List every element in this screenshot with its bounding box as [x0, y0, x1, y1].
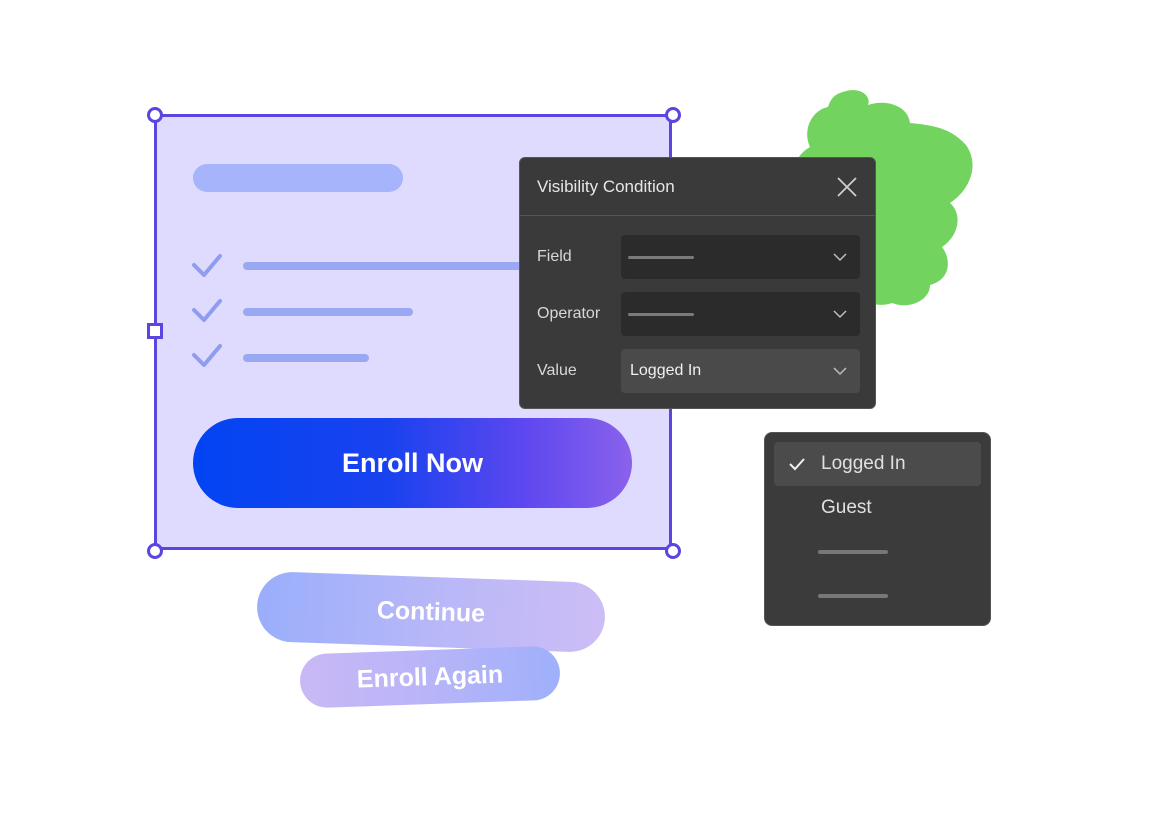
value-label: Value: [537, 362, 577, 379]
dropdown-item-logged-in[interactable]: Logged In: [774, 442, 981, 486]
close-icon[interactable]: [836, 176, 858, 198]
placeholder-line: [818, 594, 888, 598]
resize-handle-bottom-right[interactable]: [665, 543, 681, 559]
continue-button[interactable]: Continue: [255, 570, 607, 654]
enroll-now-button[interactable]: Enroll Now: [193, 418, 632, 508]
skeleton-list-line: [243, 354, 369, 362]
skeleton-list-line: [243, 308, 413, 316]
resize-handle-bottom-left[interactable]: [147, 543, 163, 559]
operator-label: Operator: [537, 305, 601, 322]
dropdown-item-guest[interactable]: Guest: [774, 486, 981, 530]
check-icon: [192, 254, 222, 277]
skeleton-list-line: [243, 262, 528, 270]
value-dropdown-menu: Logged In Guest: [764, 432, 991, 626]
chevron-down-icon: [833, 310, 847, 319]
field-select[interactable]: [621, 235, 860, 279]
dropdown-item-label: Logged In: [821, 453, 906, 474]
placeholder-line: [628, 313, 694, 316]
chevron-down-icon: [833, 253, 847, 262]
dropdown-item-placeholder[interactable]: [774, 574, 981, 618]
field-label: Field: [537, 248, 572, 265]
value-select[interactable]: Logged In: [621, 349, 860, 393]
placeholder-line: [818, 550, 888, 554]
placeholder-line: [628, 256, 694, 259]
panel-title: Visibility Condition: [537, 177, 675, 196]
value-select-text: Logged In: [630, 362, 702, 379]
chevron-down-icon: [833, 367, 847, 376]
resize-handle-top-left[interactable]: [147, 107, 163, 123]
visibility-condition-panel: Visibility Condition Field Operator Valu…: [519, 157, 876, 409]
skeleton-title: [193, 164, 403, 192]
check-icon: [789, 458, 805, 471]
operator-select[interactable]: [621, 292, 860, 336]
dropdown-item-placeholder[interactable]: [774, 530, 981, 574]
check-icon: [192, 344, 222, 367]
panel-header: Visibility Condition: [520, 158, 875, 216]
enroll-again-button[interactable]: Enroll Again: [299, 645, 561, 709]
check-icon: [192, 299, 222, 322]
dropdown-item-label: Guest: [821, 497, 872, 518]
resize-handle-left[interactable]: [147, 323, 163, 339]
resize-handle-top-right[interactable]: [665, 107, 681, 123]
